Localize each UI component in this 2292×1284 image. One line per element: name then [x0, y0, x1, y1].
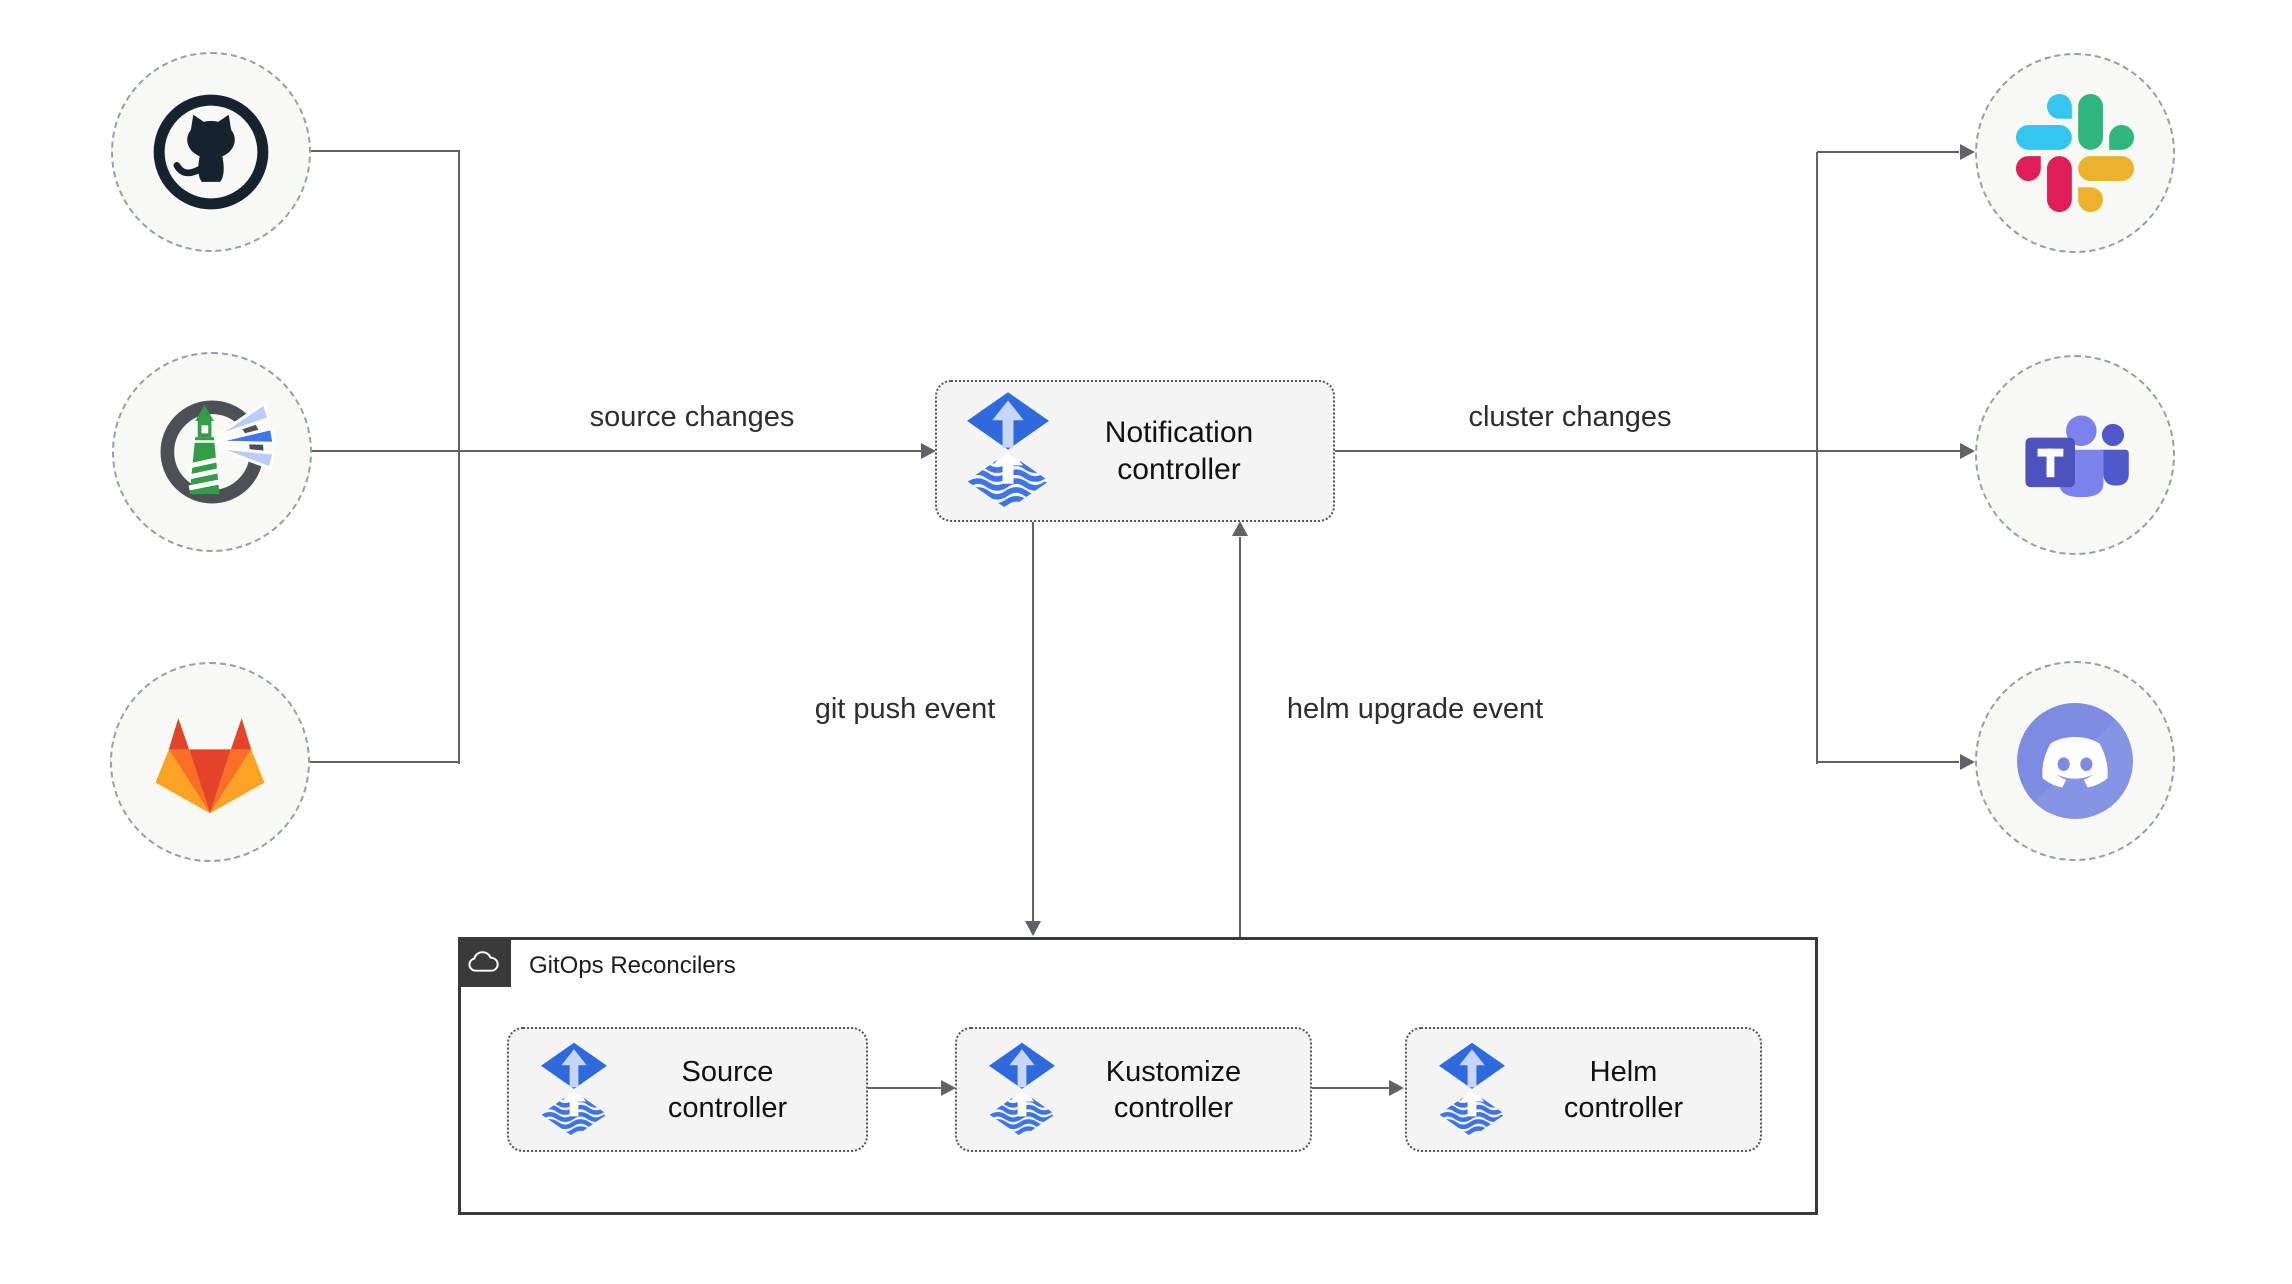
helm-controller-box: Helm controller	[1405, 1027, 1762, 1152]
group-tab	[458, 937, 511, 987]
edge-label-cluster-changes: cluster changes	[1468, 401, 1672, 433]
source-controller-label: Source controller	[667, 1055, 788, 1124]
source-controller-box: Source controller	[507, 1027, 868, 1152]
discord-icon	[2017, 703, 2133, 819]
notification-controller-box: Notification controller	[935, 380, 1335, 522]
harbor-icon	[160, 400, 274, 504]
microsoft-teams-icon	[2025, 415, 2129, 498]
cloud-icon	[467, 950, 499, 972]
edge-cluster-changes	[1335, 450, 1961, 452]
flux-icon	[967, 392, 1049, 509]
edge-kustomize-to-helm	[1312, 1087, 1390, 1089]
arrowhead-source-to-kustomize	[941, 1080, 956, 1096]
edge-github-junction	[311, 150, 459, 152]
flux-logo	[541, 1042, 607, 1138]
node-github	[111, 52, 311, 252]
flux-logo	[1439, 1042, 1505, 1138]
flux-icon	[1439, 1042, 1505, 1136]
edge-helm-upgrade-event	[1239, 537, 1241, 937]
kustomize-controller-label: Kustomize controller	[1105, 1055, 1242, 1124]
edge-left-junction-vertical	[458, 150, 460, 764]
arrowhead-to-slack	[1960, 144, 1975, 160]
gitlab-icon	[155, 718, 265, 814]
helm-controller-label: Helm controller	[1563, 1055, 1684, 1124]
node-harbor	[112, 352, 312, 552]
node-slack	[1975, 53, 2175, 253]
edge-source-changes	[312, 450, 922, 452]
edge-to-slack	[1817, 151, 1959, 153]
notification-controller-label: Notification controller	[1104, 416, 1254, 486]
arrowhead-kustomize-to-helm	[1389, 1080, 1404, 1096]
node-gitlab	[110, 662, 310, 862]
arrowhead-to-discord	[1960, 754, 1975, 770]
edge-right-junction-vertical	[1816, 152, 1818, 764]
edge-label-helm-upgrade-event: helm upgrade event	[1286, 693, 1544, 725]
kustomize-controller-box: Kustomize controller	[955, 1027, 1312, 1152]
group-label: GitOps Reconcilers	[529, 952, 736, 979]
arrowhead-source-changes	[921, 443, 936, 459]
arrowhead-helm-upgrade	[1232, 521, 1248, 536]
edge-label-git-push-event: git push event	[814, 693, 996, 725]
node-discord	[1975, 661, 2175, 861]
flux-icon	[989, 1042, 1055, 1136]
flux-logo	[989, 1042, 1055, 1138]
edge-git-push-event	[1032, 522, 1034, 922]
slack-icon	[2016, 94, 2134, 212]
node-microsoft-teams	[1975, 355, 2175, 555]
flux-icon	[541, 1042, 607, 1136]
arrowhead-git-push	[1025, 921, 1041, 936]
edge-source-to-kustomize	[868, 1087, 942, 1089]
edge-gitlab-junction	[310, 761, 459, 763]
edge-to-discord	[1817, 761, 1959, 763]
github-icon	[153, 94, 269, 210]
edge-label-source-changes: source changes	[589, 401, 795, 433]
arrowhead-to-teams	[1960, 443, 1975, 459]
flux-logo	[967, 392, 1049, 510]
